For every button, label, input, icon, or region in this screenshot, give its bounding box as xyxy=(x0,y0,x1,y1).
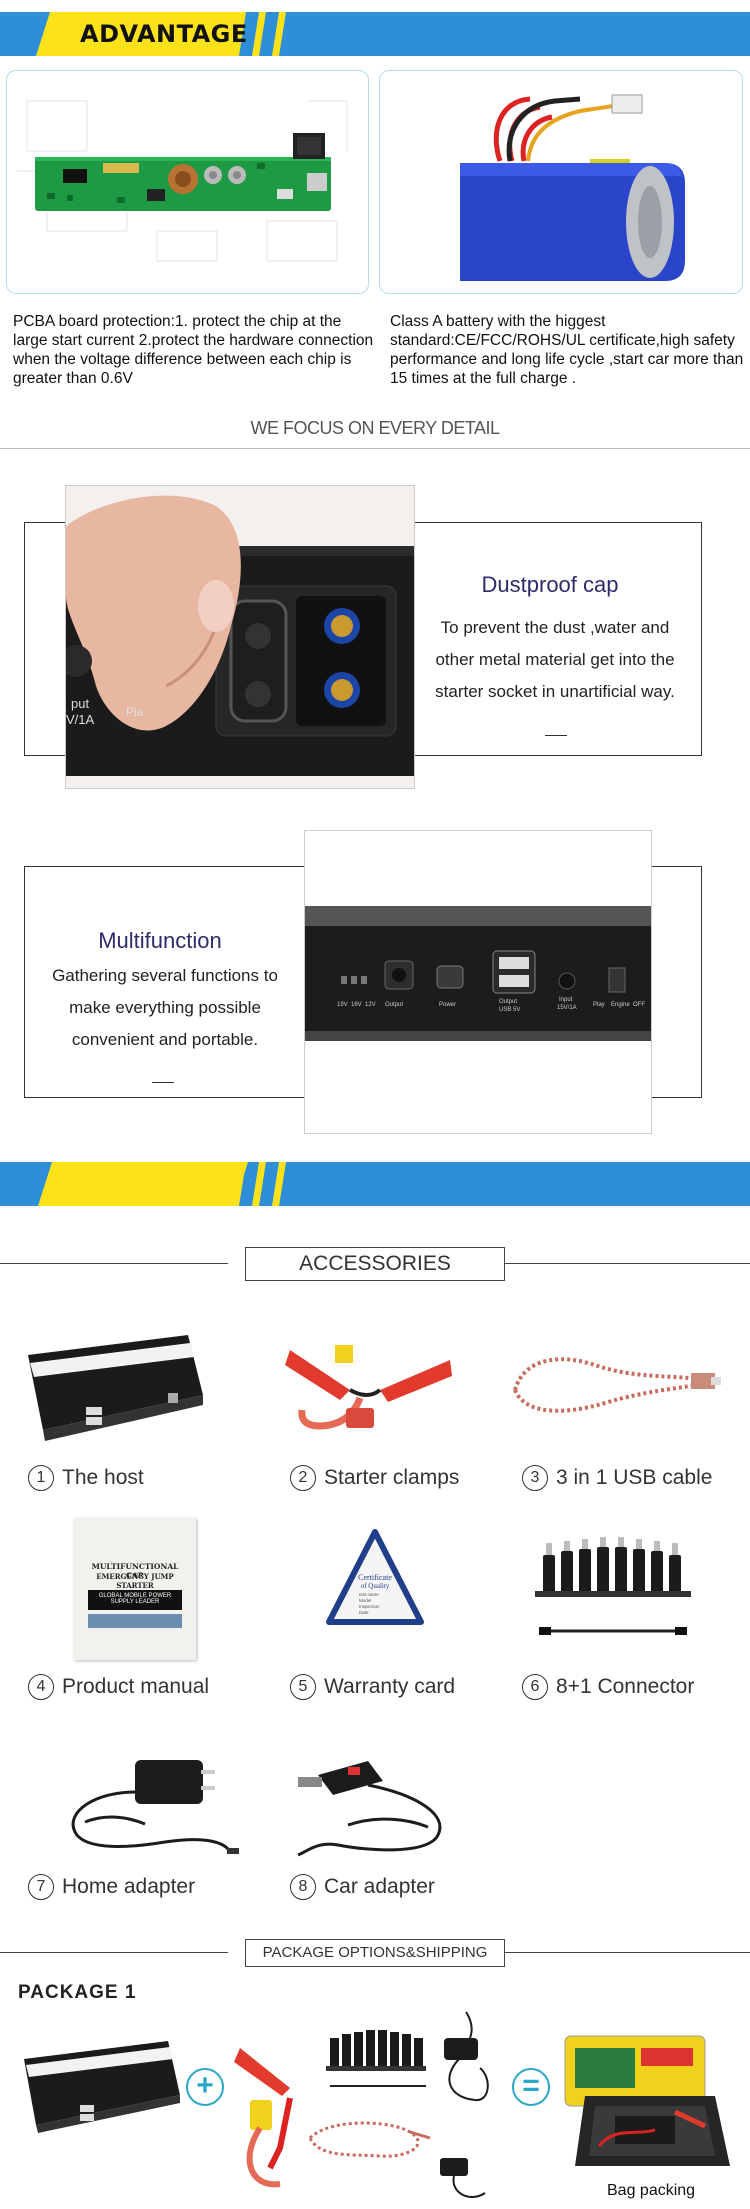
multifunction-photo: 19V 16V 12V Output Power Output USB 5V I… xyxy=(304,830,652,1134)
battery-pack-illustration xyxy=(460,94,685,281)
item-label: Warranty card xyxy=(324,1675,456,1698)
accessory-item-warranty-card: 5 Warranty card xyxy=(290,1674,455,1700)
item-number: 1 xyxy=(28,1465,54,1491)
accessory-item-usb-cable: 3 3 in 1 USB cable xyxy=(522,1465,712,1491)
card-text-quality: of Quality xyxy=(361,1582,390,1590)
dustproof-photo: put V/1A Pla xyxy=(65,485,415,789)
port-label-output: Output xyxy=(385,1002,403,1008)
item-label: Home adapter xyxy=(62,1875,196,1898)
manual-image-strip xyxy=(88,1614,182,1628)
plus-icon: + xyxy=(186,2068,224,2106)
advantage-text-battery: Class A battery with the higgest standar… xyxy=(390,313,744,387)
product-manual-image: MULTIFUNCTIONAL CAR EMERGENCY JUMP START… xyxy=(74,1518,196,1660)
package-title: PACKAGE 1 xyxy=(18,1982,137,2003)
card-text-certificate: Certificate xyxy=(358,1573,392,1582)
dustproof-title: Dustproof cap xyxy=(481,572,619,597)
host-product-image xyxy=(28,1335,203,1441)
manual-band: GLOBAL MOBILE POWER SUPPLY LEADER xyxy=(88,1590,182,1610)
item-number: 6 xyxy=(522,1674,548,1700)
item-label: The host xyxy=(62,1466,144,1489)
ports-photo-illustration: 19V 16V 12V Output Power Output USB 5V I… xyxy=(305,831,651,1133)
photo-label-input-rating: V/1A xyxy=(66,712,95,727)
port-label-16v: 16V xyxy=(351,1002,362,1008)
port-label-input-rating: 15V/1A xyxy=(557,1005,577,1011)
manual-line-2: EMERGENCY JUMP STARTER xyxy=(96,1572,174,1590)
accessory-item-connector: 6 8+1 Connector xyxy=(522,1674,694,1700)
item-label: Starter clamps xyxy=(324,1466,460,1489)
package-section-title: PACKAGE OPTIONS&SHIPPING xyxy=(245,1939,505,1967)
dustproof-text: To prevent the dust ,water and other met… xyxy=(435,618,675,701)
card-text-model: Model xyxy=(359,1598,371,1603)
multifunction-text: Gathering several functions to make ever… xyxy=(52,966,278,1049)
photo-label-play: Pla xyxy=(126,705,144,719)
dustproof-dash xyxy=(545,735,567,736)
accessory-item-host: 1 The host xyxy=(28,1465,144,1491)
accessory-item-manual: 4 Product manual xyxy=(28,1674,209,1700)
card-text-inspection: Inspection xyxy=(359,1604,380,1609)
starter-clamps-image xyxy=(285,1345,452,1430)
banner-stripe xyxy=(272,12,286,56)
accessory-item-home-adapter: 7 Home adapter xyxy=(28,1874,195,1900)
bag-packing-label: Bag packing xyxy=(607,2182,696,2199)
advantage-banner: ADVANTAGE xyxy=(0,12,750,56)
item-number: 8 xyxy=(290,1874,316,1900)
photo-label-input: put xyxy=(71,696,89,711)
port-label-usb-output: Output xyxy=(499,999,517,1005)
accessory-item-clamps: 2 Starter clamps xyxy=(290,1465,459,1491)
socket-photo-illustration: put V/1A Pla xyxy=(66,486,414,788)
package-rule-right xyxy=(505,1952,750,1953)
banner-yellow-bar xyxy=(36,12,246,56)
package-rule-left xyxy=(0,1952,228,1953)
accessories-rule-right xyxy=(505,1263,750,1264)
connector-set-image xyxy=(535,1537,691,1635)
pcba-board-illustration xyxy=(17,100,348,262)
item-number: 2 xyxy=(290,1465,316,1491)
card-text-test-name: test name xyxy=(359,1592,379,1597)
item-label: Product manual xyxy=(62,1675,210,1698)
battery-image xyxy=(379,70,743,294)
port-label-12v: 12V xyxy=(365,1002,376,1008)
item-label: 3 in 1 USB cable xyxy=(556,1466,713,1489)
port-label-off: OFF xyxy=(633,1002,645,1008)
package-accessories-image xyxy=(234,2011,489,2198)
bag-packing-image xyxy=(564,2035,730,2166)
multifunction-dash xyxy=(152,1082,174,1083)
multifunction-title: Multifunction xyxy=(98,928,222,953)
advantage-text-pcba: PCBA board protection:1. protect the chi… xyxy=(13,313,374,387)
accessories-rule-left xyxy=(0,1263,228,1264)
port-label-input: Input xyxy=(559,997,573,1003)
item-label: Car adapter xyxy=(324,1875,435,1898)
banner-stripe xyxy=(252,1162,266,1206)
port-label-19v: 19V xyxy=(337,1002,348,1008)
banner-yellow-bar xyxy=(38,1162,248,1206)
banner-title: ADVANTAGE xyxy=(80,20,248,48)
banner-stripe xyxy=(252,12,266,56)
item-number: 4 xyxy=(28,1674,54,1700)
manual-line-1: MULTIFUNCTIONAL CAR xyxy=(91,1562,179,1580)
port-label-engine: Engine xyxy=(611,1002,630,1008)
pcba-image xyxy=(6,70,369,294)
port-label-power: Power xyxy=(439,1002,456,1008)
item-number: 3 xyxy=(522,1465,548,1491)
package-host-image xyxy=(24,2041,180,2133)
banner-stripe xyxy=(272,1162,286,1206)
focus-title: WE FOCUS ON EVERY DETAIL xyxy=(250,418,500,438)
usb-cable-image xyxy=(513,1357,721,1413)
manual-line-4: SUPPLY LEADER xyxy=(110,1599,160,1605)
item-number: 7 xyxy=(28,1874,54,1900)
car-adapter-image xyxy=(297,1761,442,1857)
accessories-title: ACCESSORIES xyxy=(245,1247,505,1281)
home-adapter-image xyxy=(71,1760,239,1854)
warranty-card-image: Certificate of Quality test name Model I… xyxy=(326,1529,424,1625)
port-label-play: Play xyxy=(593,1002,605,1008)
item-label: 8+1 Connector xyxy=(556,1675,695,1698)
port-label-usb-5v: USB 5V xyxy=(499,1007,520,1013)
accessory-item-car-adapter: 8 Car adapter xyxy=(290,1874,435,1900)
focus-divider xyxy=(0,448,750,449)
card-text-date: Date xyxy=(359,1610,369,1615)
manual-line-3: GLOBAL MOBILE POWER xyxy=(98,1593,172,1599)
item-number: 5 xyxy=(290,1674,316,1700)
accessories-banner xyxy=(0,1162,750,1206)
equals-icon: = xyxy=(512,2068,550,2106)
